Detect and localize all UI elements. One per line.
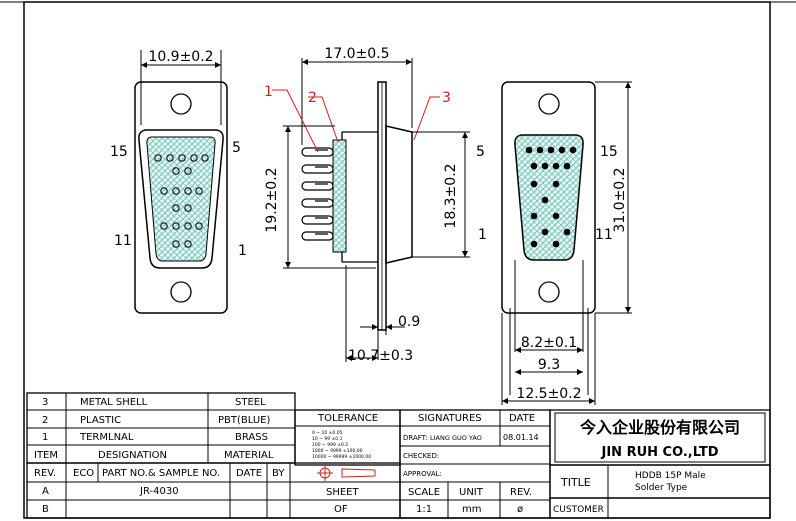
side-shell-height-dim: 18.3±0.2 <box>443 163 459 228</box>
title-line-2: Solder Type <box>635 483 688 493</box>
rev-header-eco: ECO <box>73 468 94 479</box>
rear-height-dim: 31.0±0.2 <box>612 167 628 232</box>
sheet-label: SHEET <box>326 487 360 498</box>
rev-row-a: A <box>42 486 49 497</box>
tolerance-line-5: 10000 ~ 99999 ±1000.00 <box>312 454 371 460</box>
callout-2: 2 <box>308 90 317 106</box>
bom-item-3: 3 <box>42 397 48 408</box>
bom-item-1: 1 <box>42 432 48 443</box>
rear-pin-1: 1 <box>478 227 487 243</box>
tolerance-title: TOLERANCE <box>317 413 378 424</box>
rev-header-by: BY <box>272 468 285 479</box>
side-depth-dim: 10.7±0.3 <box>348 348 413 364</box>
signatures-date-label: DATE <box>509 413 535 424</box>
title-line-1: HDDB 15P Male <box>635 471 706 481</box>
rev-label: REV. <box>510 487 532 498</box>
rear-pin-5: 5 <box>476 144 485 160</box>
rev-header-rev: REV. <box>34 468 56 479</box>
bom-designation-2: PLASTIC <box>80 415 121 426</box>
rev-value: ø <box>517 504 523 515</box>
bom-table: 3 METAL SHELL STEEL 2 PLASTIC PBT(BLUE) … <box>34 397 285 515</box>
rev-header-part-no: PART NO.& SAMPLE NO. <box>102 468 220 479</box>
tolerance-block: TOLERANCE 0 ~ 10 ±0.05 10 ~ 99 ±0.1 100 … <box>312 413 378 460</box>
rear-width-dim: 12.5±0.2 <box>516 386 581 402</box>
bom-header-material: MATERIAL <box>224 450 274 461</box>
rear-pitch-dim: 9.3 <box>538 357 560 373</box>
bom-header-item: ITEM <box>34 450 58 461</box>
approval-label: APPROVAL: <box>403 470 442 478</box>
draft-name: LIANG GUO YAO <box>430 434 482 442</box>
bom-header-designation: DESIGNATION <box>98 450 167 461</box>
front-pin-15: 15 <box>110 144 128 160</box>
side-length-dim: 17.0±0.5 <box>324 46 389 62</box>
bom-item-2: 2 <box>42 415 48 426</box>
tolerance-line-3: 100 ~ 999 ±0.2 <box>312 442 348 448</box>
scale-label: SCALE <box>408 487 440 498</box>
draft-label: DRAFT: <box>403 434 428 442</box>
callout-1: 1 <box>264 84 273 100</box>
checked-label: CHECKED: <box>403 452 439 460</box>
draft-date: 08.01.14 <box>503 433 539 442</box>
rev-row-b: B <box>42 504 49 515</box>
rear-pin-11: 11 <box>595 227 613 243</box>
signatures-title: SIGNATURES <box>418 413 482 424</box>
tolerance-line-4: 1000 ~ 9999 ±100.00 <box>312 448 363 454</box>
company-name-cn: 今入企业股份有限公司 <box>579 418 740 437</box>
rear-inner-dim: 8.2±0.1 <box>521 335 577 351</box>
side-height-dim: 19.2±0.2 <box>264 167 280 232</box>
side-view: 17.0±0.5 1 2 3 19.2±0.2 18.3±0.2 0.9 10.… <box>264 46 470 364</box>
rev-header-date: DATE <box>236 468 262 479</box>
title-block <box>26 392 771 519</box>
bom-material-1: BRASS <box>235 432 268 443</box>
sheet-value: OF <box>334 504 348 515</box>
rev-part-no-a: JR-4030 <box>139 486 179 497</box>
front-view: 10.9±0.2 15 5 11 1 <box>110 49 247 314</box>
front-pin-1: 1 <box>238 243 247 259</box>
company-name-en: JIN RUH CO.,LTD <box>600 445 718 460</box>
bom-designation-3: METAL SHELL <box>80 397 148 408</box>
rear-pin-15: 15 <box>600 144 618 160</box>
callout-3: 3 <box>442 90 451 106</box>
unit-value: mm <box>462 504 481 515</box>
bom-material-3: STEEL <box>235 397 266 408</box>
customer-label: CUSTOMER <box>553 505 604 515</box>
tolerance-line-2: 10 ~ 99 ±0.1 <box>312 436 343 442</box>
rear-view: 5 15 1 11 31.0±0.2 8.2±0.1 9.3 12.5±0.2 <box>476 81 632 405</box>
scale-value: 1:1 <box>416 504 432 515</box>
front-pin-5: 5 <box>232 140 241 156</box>
front-width-dim: 10.9±0.2 <box>148 49 213 65</box>
side-flange-dim: 0.9 <box>398 314 420 330</box>
unit-label: UNIT <box>459 487 484 498</box>
tolerance-line-1: 0 ~ 10 ±0.05 <box>312 430 343 436</box>
front-pin-11: 11 <box>114 233 132 249</box>
bom-designation-1: TERMLNAL <box>79 432 134 443</box>
title-label: TITLE <box>560 476 591 489</box>
company-block: 今入企业股份有限公司 JIN RUH CO.,LTD TITLE HDDB 15… <box>553 418 740 515</box>
bom-material-2: PBT(BLUE) <box>218 415 270 426</box>
signatures-block: SIGNATURES DATE DRAFT: LIANG GUO YAO 08.… <box>326 413 539 515</box>
